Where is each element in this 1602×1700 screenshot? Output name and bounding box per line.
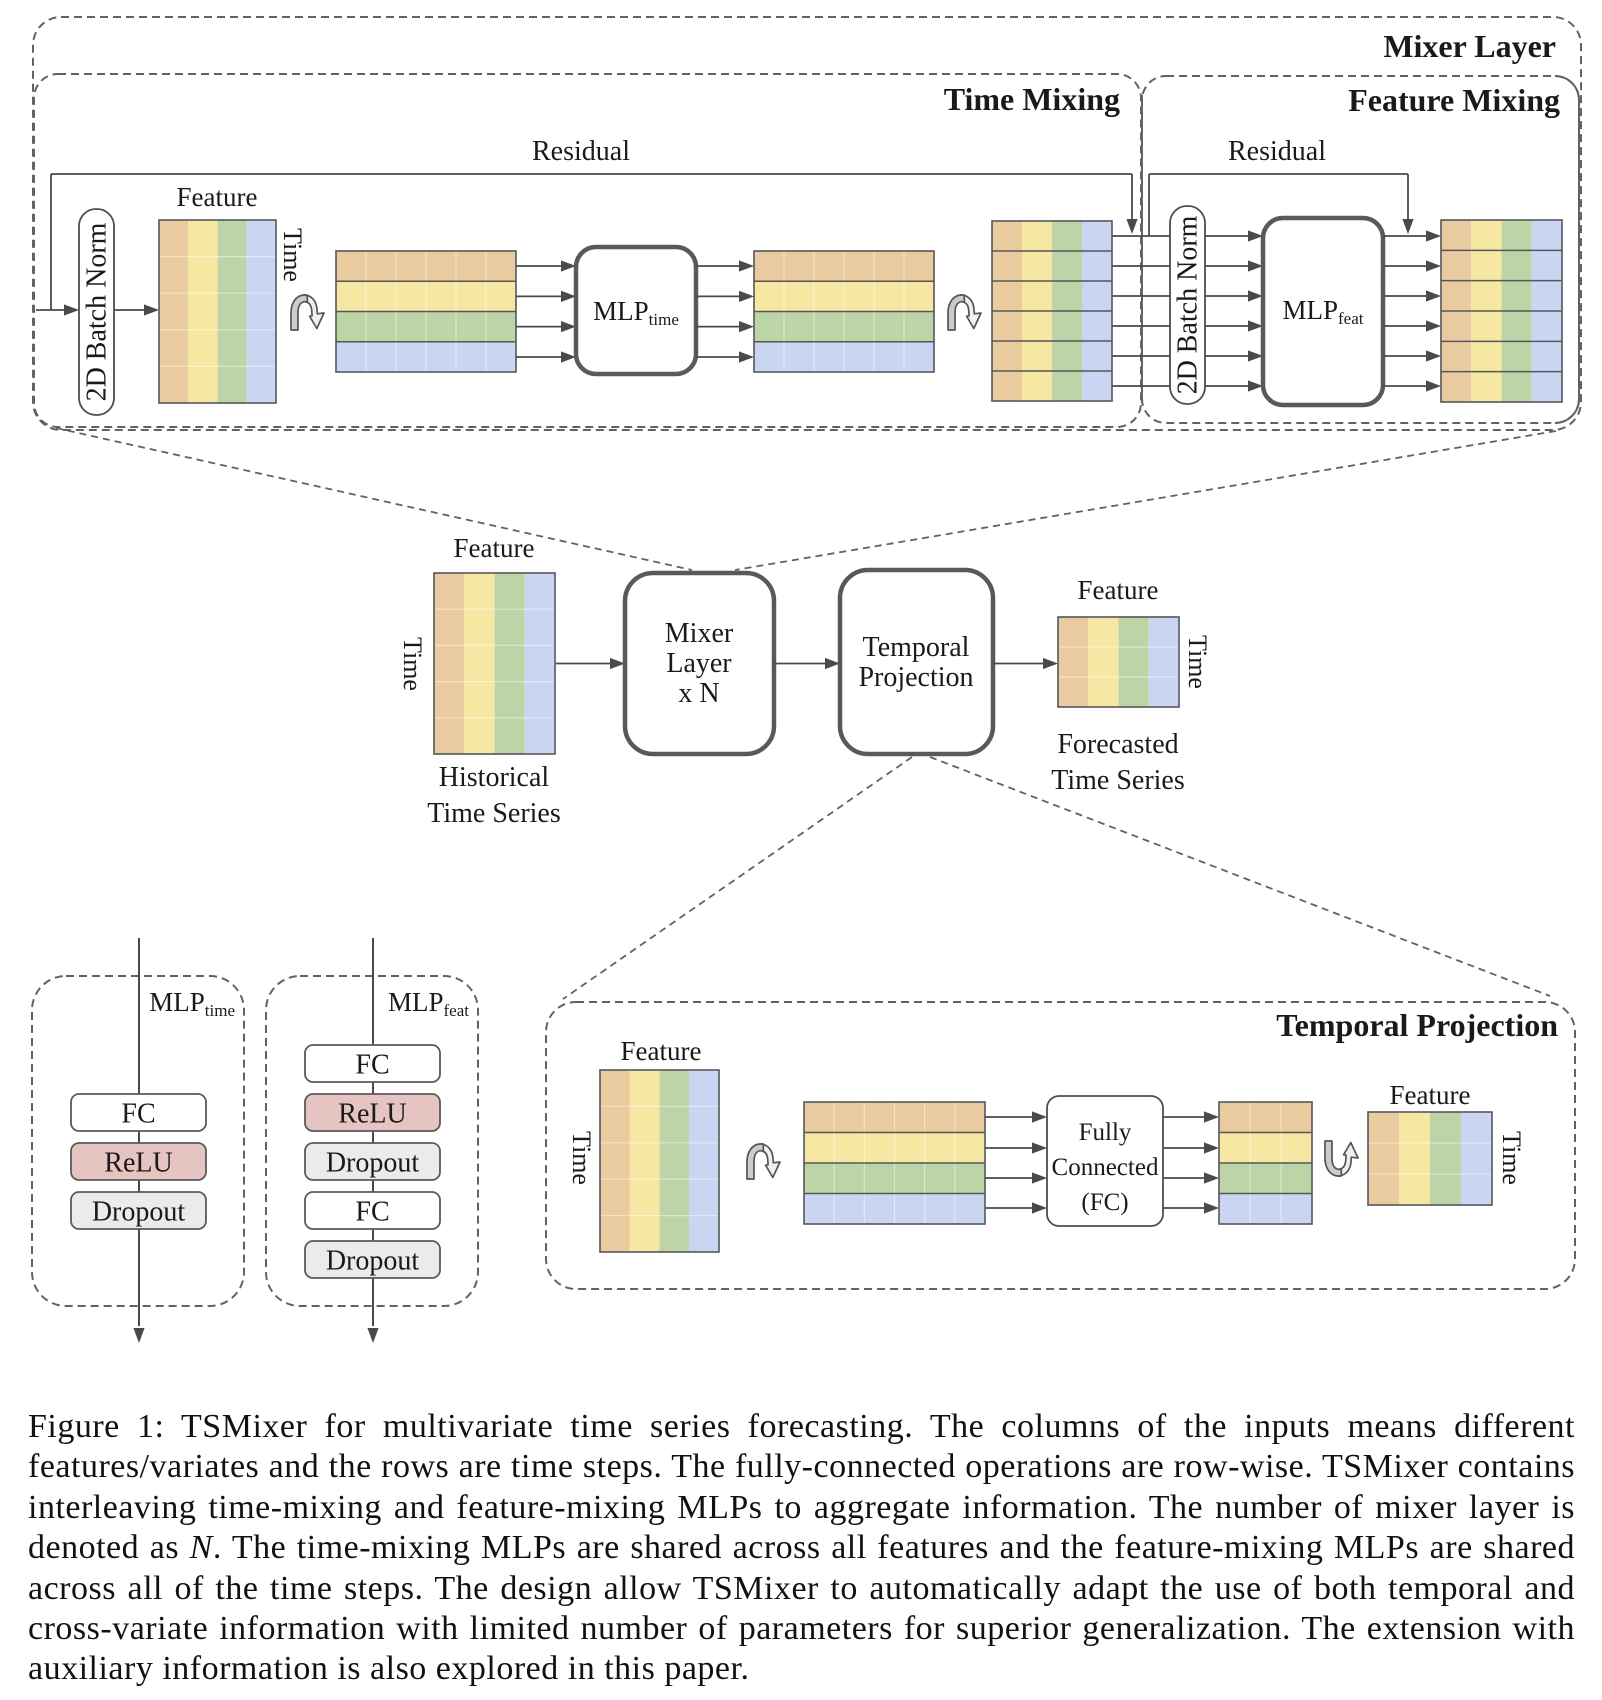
svg-text:Dropout: Dropout (326, 1246, 420, 1277)
svg-text:Time: Time (398, 637, 427, 691)
svg-text:ReLU: ReLU (338, 1099, 406, 1130)
svg-text:Connected: Connected (1052, 1154, 1159, 1181)
svg-text:2D Batch Norm: 2D Batch Norm (1173, 215, 1204, 394)
svg-text:Temporal Projection: Temporal Projection (1276, 1007, 1558, 1043)
svg-text:FC: FC (121, 1099, 155, 1130)
svg-text:ReLU: ReLU (104, 1148, 172, 1179)
svg-text:Historical: Historical (439, 762, 550, 793)
svg-text:Feature: Feature (1390, 1080, 1471, 1110)
svg-text:Dropout: Dropout (92, 1197, 186, 1228)
svg-text:Fully: Fully (1079, 1119, 1132, 1146)
svg-text:Forecasted: Forecasted (1057, 729, 1178, 760)
svg-text:Projection: Projection (858, 662, 973, 693)
svg-text:Time Mixing: Time Mixing (944, 81, 1120, 117)
svg-text:Time Series: Time Series (427, 798, 561, 829)
svg-text:Feature Mixing: Feature Mixing (1348, 82, 1560, 118)
svg-text:Feature: Feature (621, 1036, 702, 1066)
svg-text:Time: Time (1183, 635, 1212, 689)
svg-text:MLPtime: MLPtime (149, 987, 235, 1020)
svg-text:2D Batch Norm: 2D Batch Norm (82, 222, 113, 401)
svg-text:Temporal: Temporal (863, 632, 970, 663)
svg-text:Dropout: Dropout (326, 1148, 420, 1179)
svg-text:Time Series: Time Series (1051, 765, 1185, 796)
svg-text:Feature: Feature (454, 533, 535, 563)
svg-text:Mixer: Mixer (665, 618, 734, 649)
svg-text:(FC): (FC) (1081, 1189, 1128, 1216)
svg-text:Feature: Feature (1078, 575, 1159, 605)
svg-text:Residual: Residual (1228, 136, 1326, 167)
svg-text:Residual: Residual (532, 136, 630, 167)
svg-text:MLPfeat: MLPfeat (388, 987, 469, 1020)
svg-text:x N: x N (678, 678, 719, 709)
svg-text:FC: FC (355, 1197, 389, 1228)
svg-text:Feature: Feature (177, 182, 258, 212)
svg-text:Layer: Layer (666, 648, 732, 679)
svg-text:Time: Time (567, 1131, 596, 1185)
svg-text:Time: Time (1497, 1131, 1526, 1185)
svg-text:FC: FC (355, 1050, 389, 1081)
svg-text:Mixer Layer: Mixer Layer (1383, 28, 1556, 64)
svg-text:Time: Time (278, 228, 307, 282)
